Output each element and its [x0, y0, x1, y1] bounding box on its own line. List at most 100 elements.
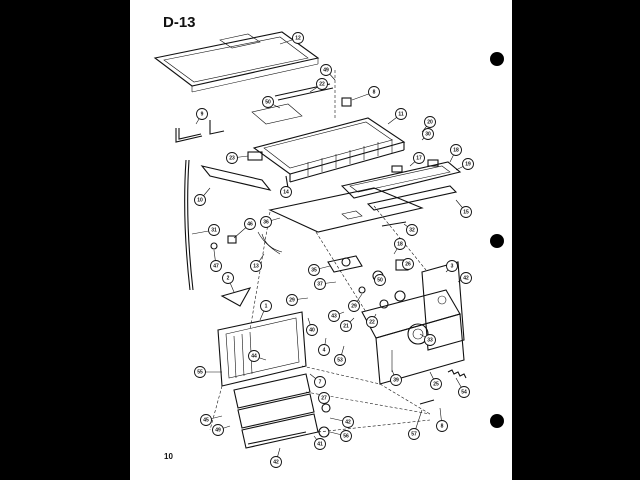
callout-50: 50	[374, 274, 386, 286]
callout-bubble	[320, 64, 332, 76]
callout-number: 57	[411, 431, 417, 437]
callout-bubble	[280, 186, 292, 198]
callout-number: 8	[373, 89, 376, 95]
callout-44: 44	[248, 350, 267, 362]
callout-bubble	[314, 438, 326, 450]
part-lower-rail	[366, 185, 458, 211]
part-wire	[257, 231, 283, 255]
callout-41: 41	[313, 435, 326, 450]
callout-18: 18	[393, 238, 406, 255]
callout-29: 29	[286, 294, 309, 306]
callout-bubble	[286, 294, 298, 306]
callout-bubble	[200, 414, 212, 426]
callout-number: 32	[409, 227, 415, 233]
callout-number: 40	[309, 327, 315, 333]
callout-number: 36	[263, 219, 269, 225]
callout-bubble	[424, 116, 436, 128]
callout-bubble	[446, 260, 458, 272]
callout-35: 35	[308, 264, 331, 276]
callout-bubble	[460, 272, 472, 284]
callout-number: 2	[227, 275, 230, 281]
callout-number: 19	[465, 161, 471, 167]
callout-17: 17	[409, 152, 425, 167]
callout-12: 12	[279, 32, 304, 45]
callout-number: 50	[377, 277, 383, 283]
callout-bubble	[395, 108, 407, 120]
part-control-chassis	[361, 289, 465, 385]
callout-bubble	[436, 420, 448, 432]
callout-bubble	[460, 206, 472, 218]
callout-number: 54	[461, 389, 467, 395]
callout-bubble	[308, 264, 320, 276]
callout-bubble	[342, 416, 354, 428]
part-rod	[184, 159, 194, 291]
page-number: 10	[164, 452, 173, 461]
callout-number: 11	[398, 111, 404, 117]
callout-number: 17	[416, 155, 422, 161]
part-spring	[447, 369, 467, 379]
callout-number: 29	[289, 297, 295, 303]
callout-bubble	[422, 128, 434, 140]
callout-39: 39	[390, 369, 402, 386]
callout-number: 27	[321, 395, 327, 401]
callout-bubble	[462, 158, 474, 170]
callout-19: 19	[455, 158, 474, 171]
callout-26: 26	[401, 258, 414, 270]
callout-number: 29	[351, 303, 357, 309]
part-tray	[252, 117, 406, 183]
callout-bubble	[248, 350, 260, 362]
part-front-grille	[217, 311, 307, 387]
callout-46: 46	[233, 218, 256, 239]
callout-bubble	[262, 96, 274, 108]
callout-number: 21	[343, 323, 349, 329]
callout-3: 3	[445, 260, 458, 273]
callout-number: 25	[433, 381, 439, 387]
callout-13: 13	[250, 253, 265, 272]
part-block	[247, 151, 263, 161]
callout-number: 44	[251, 353, 257, 359]
callout-number: 45	[203, 417, 209, 423]
callout-number: 39	[393, 377, 399, 383]
callout-number: 18	[397, 241, 403, 247]
callout-bubble	[390, 374, 402, 386]
callout-47: 47	[210, 249, 222, 272]
callout-25: 25	[429, 371, 442, 390]
callout-number: 56	[343, 433, 349, 439]
callout-11: 11	[387, 108, 407, 125]
part-rail	[340, 159, 462, 199]
callout-9: 9	[195, 108, 208, 125]
callout-49: 49	[320, 64, 336, 81]
callout-bubble	[374, 274, 386, 286]
callout-bubble	[260, 300, 272, 312]
callout-40: 40	[306, 317, 318, 336]
callout-number: 20	[427, 119, 433, 125]
callout-number: 49	[323, 67, 329, 73]
part-strip	[200, 165, 272, 191]
callout-bubble	[408, 428, 420, 440]
callout-7: 7	[309, 373, 326, 388]
binder-hole	[490, 234, 504, 248]
callout-number: 3	[451, 263, 454, 269]
callout-number: 26	[405, 261, 411, 267]
callout-bubble	[244, 218, 256, 230]
callout-bubble	[306, 324, 318, 336]
callout-number: 35	[311, 267, 317, 273]
callout-4: 4	[318, 337, 330, 356]
callout-number: 13	[253, 263, 259, 269]
callout-number: 10	[197, 197, 203, 203]
callout-bubble	[406, 224, 418, 236]
part-wedge	[220, 287, 252, 307]
part-screw	[285, 175, 289, 189]
callout-32: 32	[403, 223, 418, 236]
callout-bubble	[212, 424, 224, 436]
callout-number: 43	[331, 313, 337, 319]
diagram-id: D-13	[163, 14, 196, 31]
callout-bubble	[340, 320, 352, 332]
callout-42: 42	[270, 447, 282, 468]
callout-number: 41	[317, 441, 323, 447]
binder-hole	[490, 52, 504, 66]
callout-21: 21	[340, 317, 355, 332]
callout-number: 42	[345, 419, 351, 425]
callout-bubble	[430, 378, 442, 390]
